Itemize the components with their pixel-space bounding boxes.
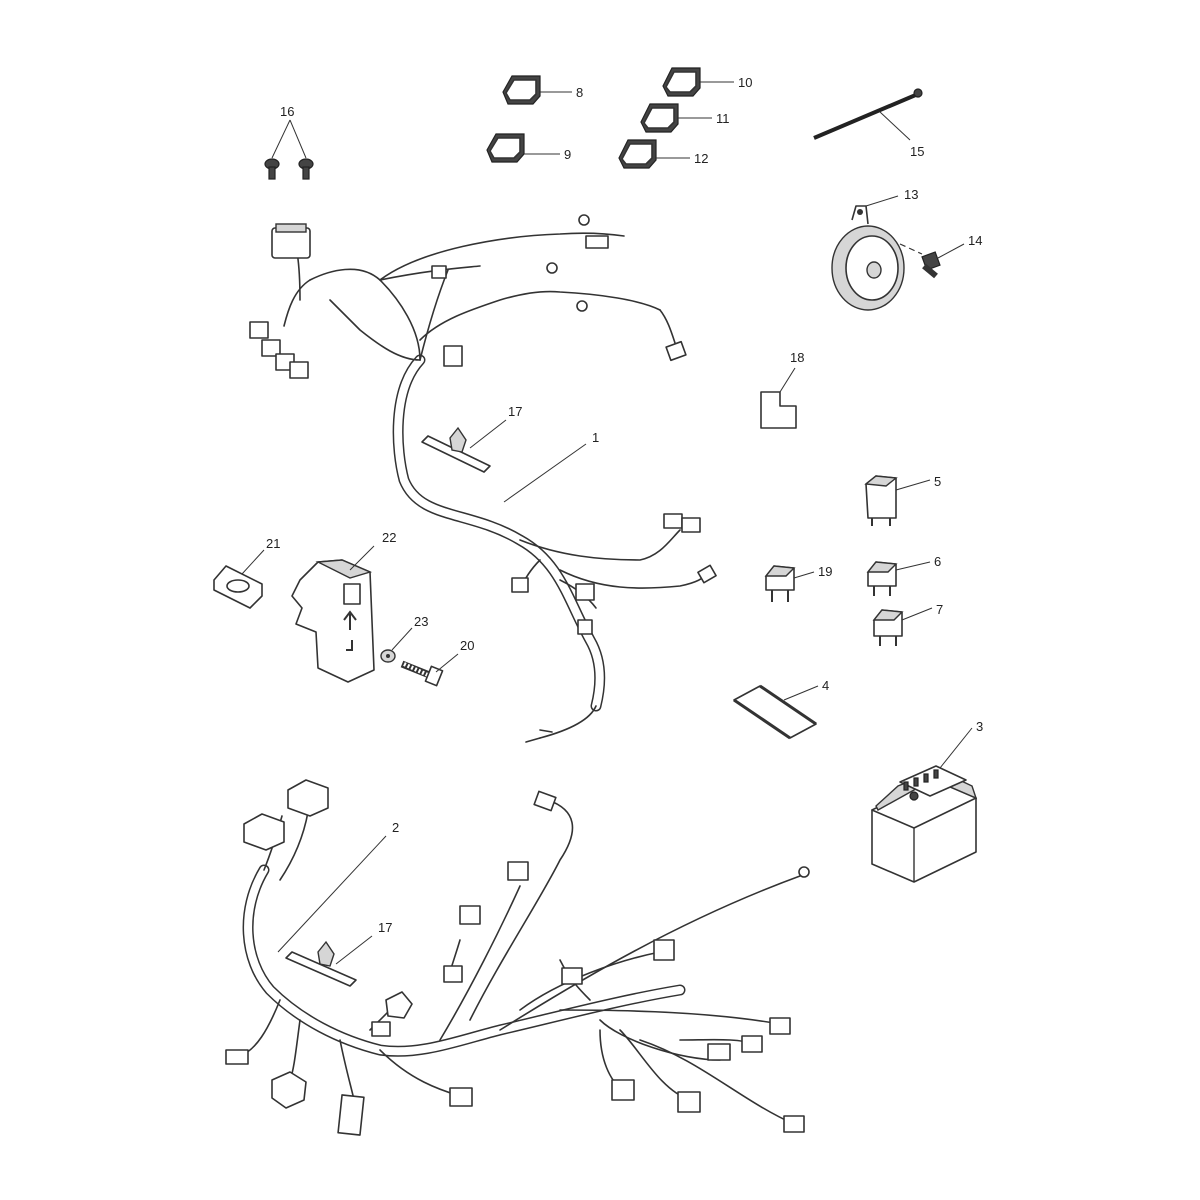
fuse-8	[502, 75, 572, 105]
callout-13: 13	[904, 187, 918, 202]
rubber-mount-21	[213, 549, 265, 609]
fuse-9	[486, 133, 560, 163]
callout-14: 14	[968, 233, 982, 248]
harness-clip-17-lower	[285, 935, 373, 987]
fuse-10	[662, 67, 734, 97]
harness-2-connectors	[225, 779, 810, 1136]
callout-4: 4	[822, 678, 829, 693]
callout-2: 2	[392, 820, 399, 835]
callout-7: 7	[936, 602, 943, 617]
callout-20: 20	[460, 638, 474, 653]
washer-23	[380, 627, 413, 663]
fuse-11	[640, 103, 712, 133]
callout-1: 1	[592, 430, 599, 445]
callout-5: 5	[934, 474, 941, 489]
relay-5	[864, 475, 931, 526]
battery-3	[871, 727, 978, 883]
callout-6: 6	[934, 554, 941, 569]
callout-12: 12	[694, 151, 708, 166]
screw-16	[264, 119, 314, 180]
battery-strap-4	[733, 684, 819, 740]
callout-17-lower: 17	[378, 920, 392, 935]
harness-1-connectors	[249, 214, 717, 743]
callout-11: 11	[716, 111, 730, 126]
callout-19: 19	[818, 564, 832, 579]
cable-tie-15	[813, 88, 923, 141]
callout-16: 16	[280, 104, 294, 119]
callout-17-upper: 17	[508, 404, 522, 419]
harness-clip-17-upper	[421, 419, 507, 473]
callout-15: 15	[910, 144, 924, 159]
fuse-12	[618, 139, 690, 169]
callout-21: 21	[266, 536, 280, 551]
callout-23: 23	[414, 614, 428, 629]
callout-9: 9	[564, 147, 571, 162]
bolt-20	[400, 653, 459, 687]
callout-22: 22	[382, 530, 396, 545]
ecu-cover-22	[291, 545, 375, 683]
callout-8: 8	[576, 85, 583, 100]
relay-19	[764, 565, 815, 602]
callout-18: 18	[790, 350, 804, 365]
horn-bolt-14	[899, 243, 965, 279]
callout-labels: 1 2 3 4 5 6 7 8 9 10 11 12 13 14 15 16 1…	[266, 75, 983, 935]
label-18	[760, 367, 797, 429]
fuse-6	[866, 561, 931, 596]
fuse-7	[872, 607, 933, 646]
callout-3: 3	[976, 719, 983, 734]
horn-13	[831, 195, 905, 311]
callout-10: 10	[738, 75, 752, 90]
